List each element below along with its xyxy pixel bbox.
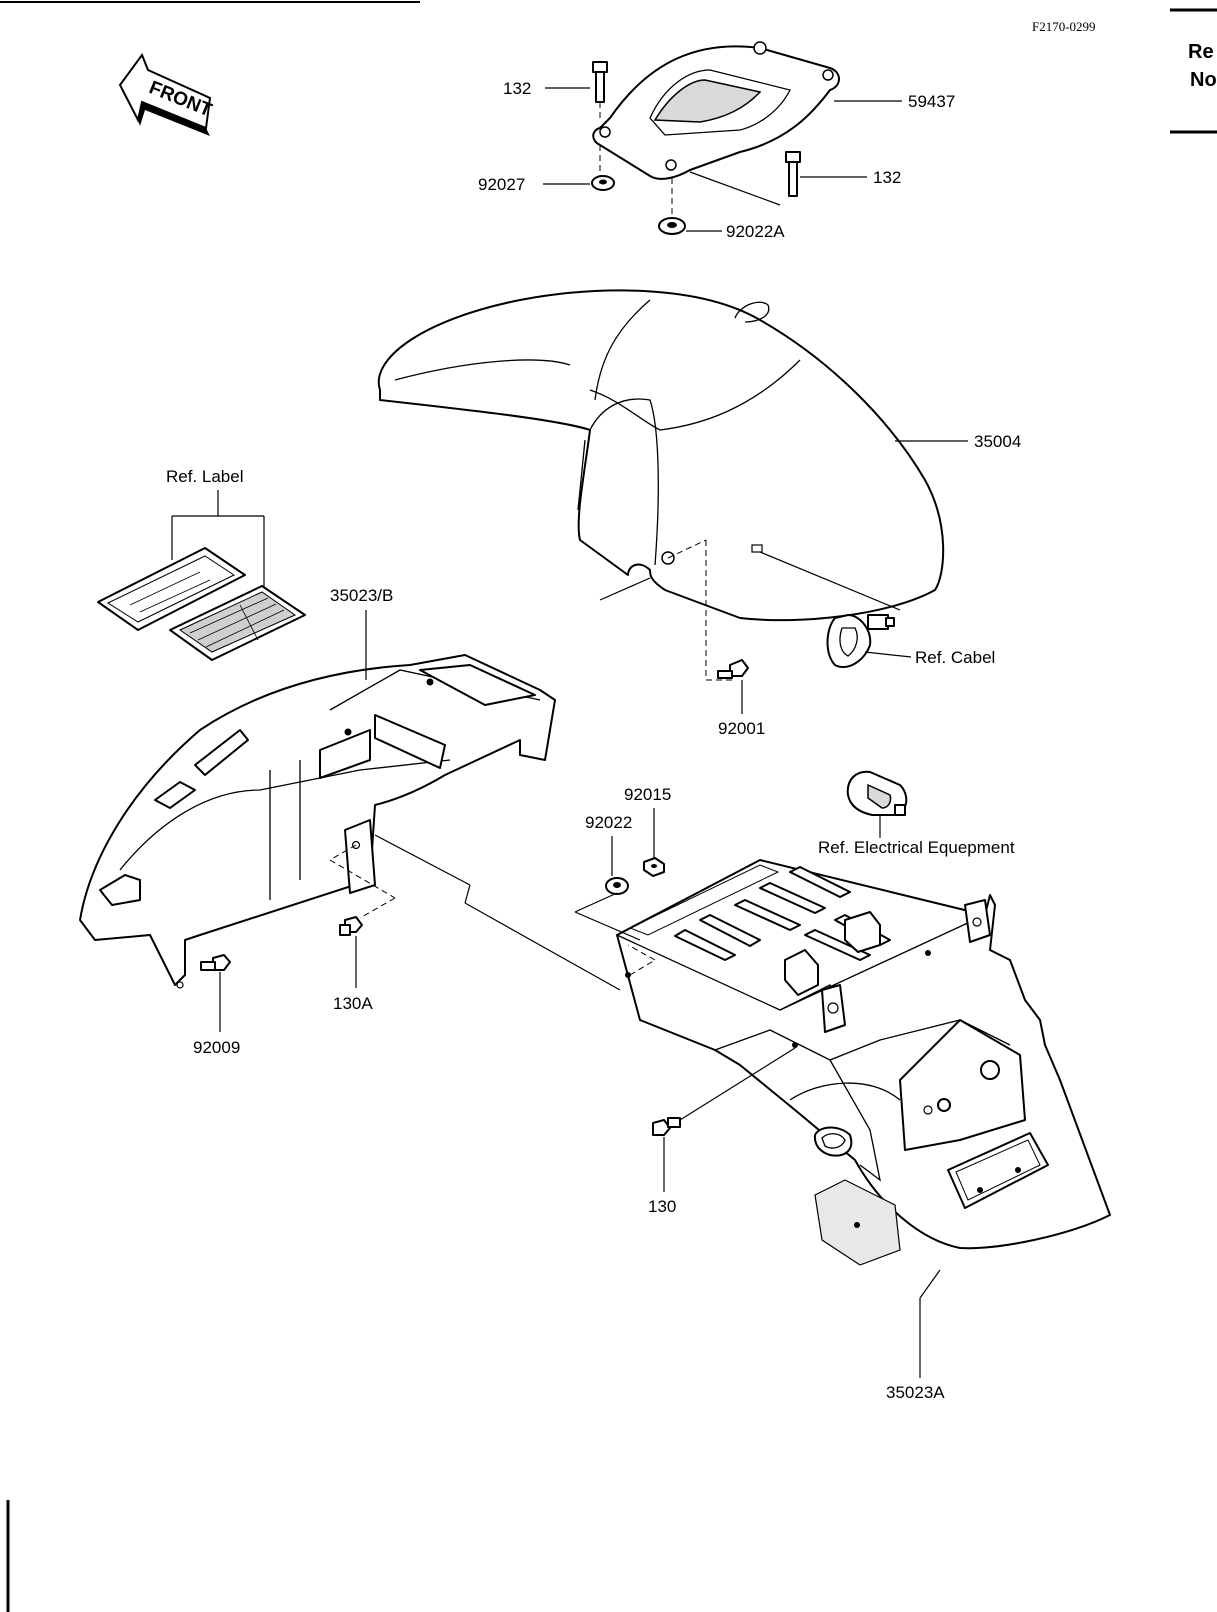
cable-clip-icon <box>826 614 895 668</box>
side-note-line1: Re <box>1188 41 1214 63</box>
warning-label-sticker-2 <box>169 585 306 661</box>
front-fender-35004 <box>377 289 945 622</box>
label-59437: 59437 <box>908 92 955 111</box>
bolt-130a <box>339 916 363 936</box>
side-note-line2: No <box>1190 69 1217 91</box>
label-92022a: 92022A <box>726 222 785 241</box>
bolt-92009 <box>200 954 231 971</box>
bolt-92001 <box>717 659 749 679</box>
front-arrow-icon: FRONT <box>118 52 215 136</box>
label-35023b: 35023/B <box>330 586 393 605</box>
label-92027: 92027 <box>478 175 525 194</box>
label-ref-cabel: Ref. Cabel <box>915 648 995 667</box>
label-35004: 35004 <box>974 432 1021 451</box>
label-132-right: 132 <box>873 168 901 187</box>
label-130: 130 <box>648 1197 676 1216</box>
label-92015: 92015 <box>624 785 671 804</box>
label-35023a: 35023A <box>886 1383 945 1402</box>
label-92001: 92001 <box>718 719 765 738</box>
label-92009: 92009 <box>193 1038 240 1057</box>
rear-fender-35023a <box>616 859 1111 1266</box>
bolt-130 <box>652 1117 681 1136</box>
bolt-132-right <box>785 151 801 197</box>
electrical-equipment-icon <box>846 770 908 816</box>
label-132-top: 132 <box>503 79 531 98</box>
diagram-code: F2170-0299 <box>1032 19 1096 34</box>
label-ref-label: Ref. Label <box>166 467 244 486</box>
label-ref-electrical: Ref. Electrical Equepment <box>818 838 1015 857</box>
label-130a: 130A <box>333 994 373 1013</box>
nut-92015 <box>643 857 665 877</box>
warning-label-sticker-1 <box>97 547 246 631</box>
bolt-132-top <box>592 61 608 103</box>
rear-fender-35023b <box>79 654 556 989</box>
bracket-59437 <box>592 41 840 180</box>
label-92022: 92022 <box>585 813 632 832</box>
